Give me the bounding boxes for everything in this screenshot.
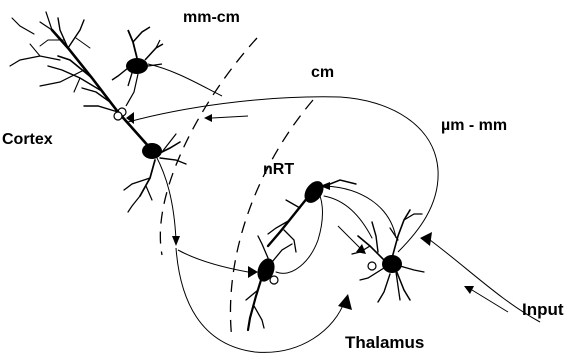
label-nrt: nRT — [263, 161, 294, 179]
scale-label-um-mm: µm - mm — [441, 117, 507, 135]
thalamus-synapse-triangle — [338, 294, 352, 310]
corticothalamic-input — [178, 250, 248, 272]
thalamic-soma — [382, 255, 402, 273]
interneuron-axon — [148, 64, 222, 96]
nrt-lower-terminal — [270, 276, 278, 284]
label-input: Input — [522, 300, 564, 320]
nrt-arrow-shaft — [338, 226, 360, 248]
input-synapse — [420, 232, 432, 246]
scale-boundary-outer — [230, 100, 313, 340]
input-arrow-shaft — [472, 290, 508, 312]
lower-synapse — [248, 266, 258, 278]
label-cortex: Cortex — [2, 131, 53, 149]
arrow-head-top — [204, 114, 212, 122]
nrt-lower-neuron — [246, 188, 322, 330]
label-thalamus: Thalamus — [345, 333, 424, 353]
thalamic-collateral — [326, 186, 396, 238]
descending-arrow — [172, 236, 180, 246]
cortical-interneuron — [112, 27, 163, 116]
cortical-soma — [142, 143, 162, 159]
scale-label-mm-cm: mm-cm — [183, 9, 240, 27]
scale-label-cm: cm — [311, 64, 334, 82]
arrow-shaft-top — [212, 116, 248, 118]
thalamic-terminal — [368, 262, 376, 270]
cortex-terminal — [114, 112, 122, 120]
